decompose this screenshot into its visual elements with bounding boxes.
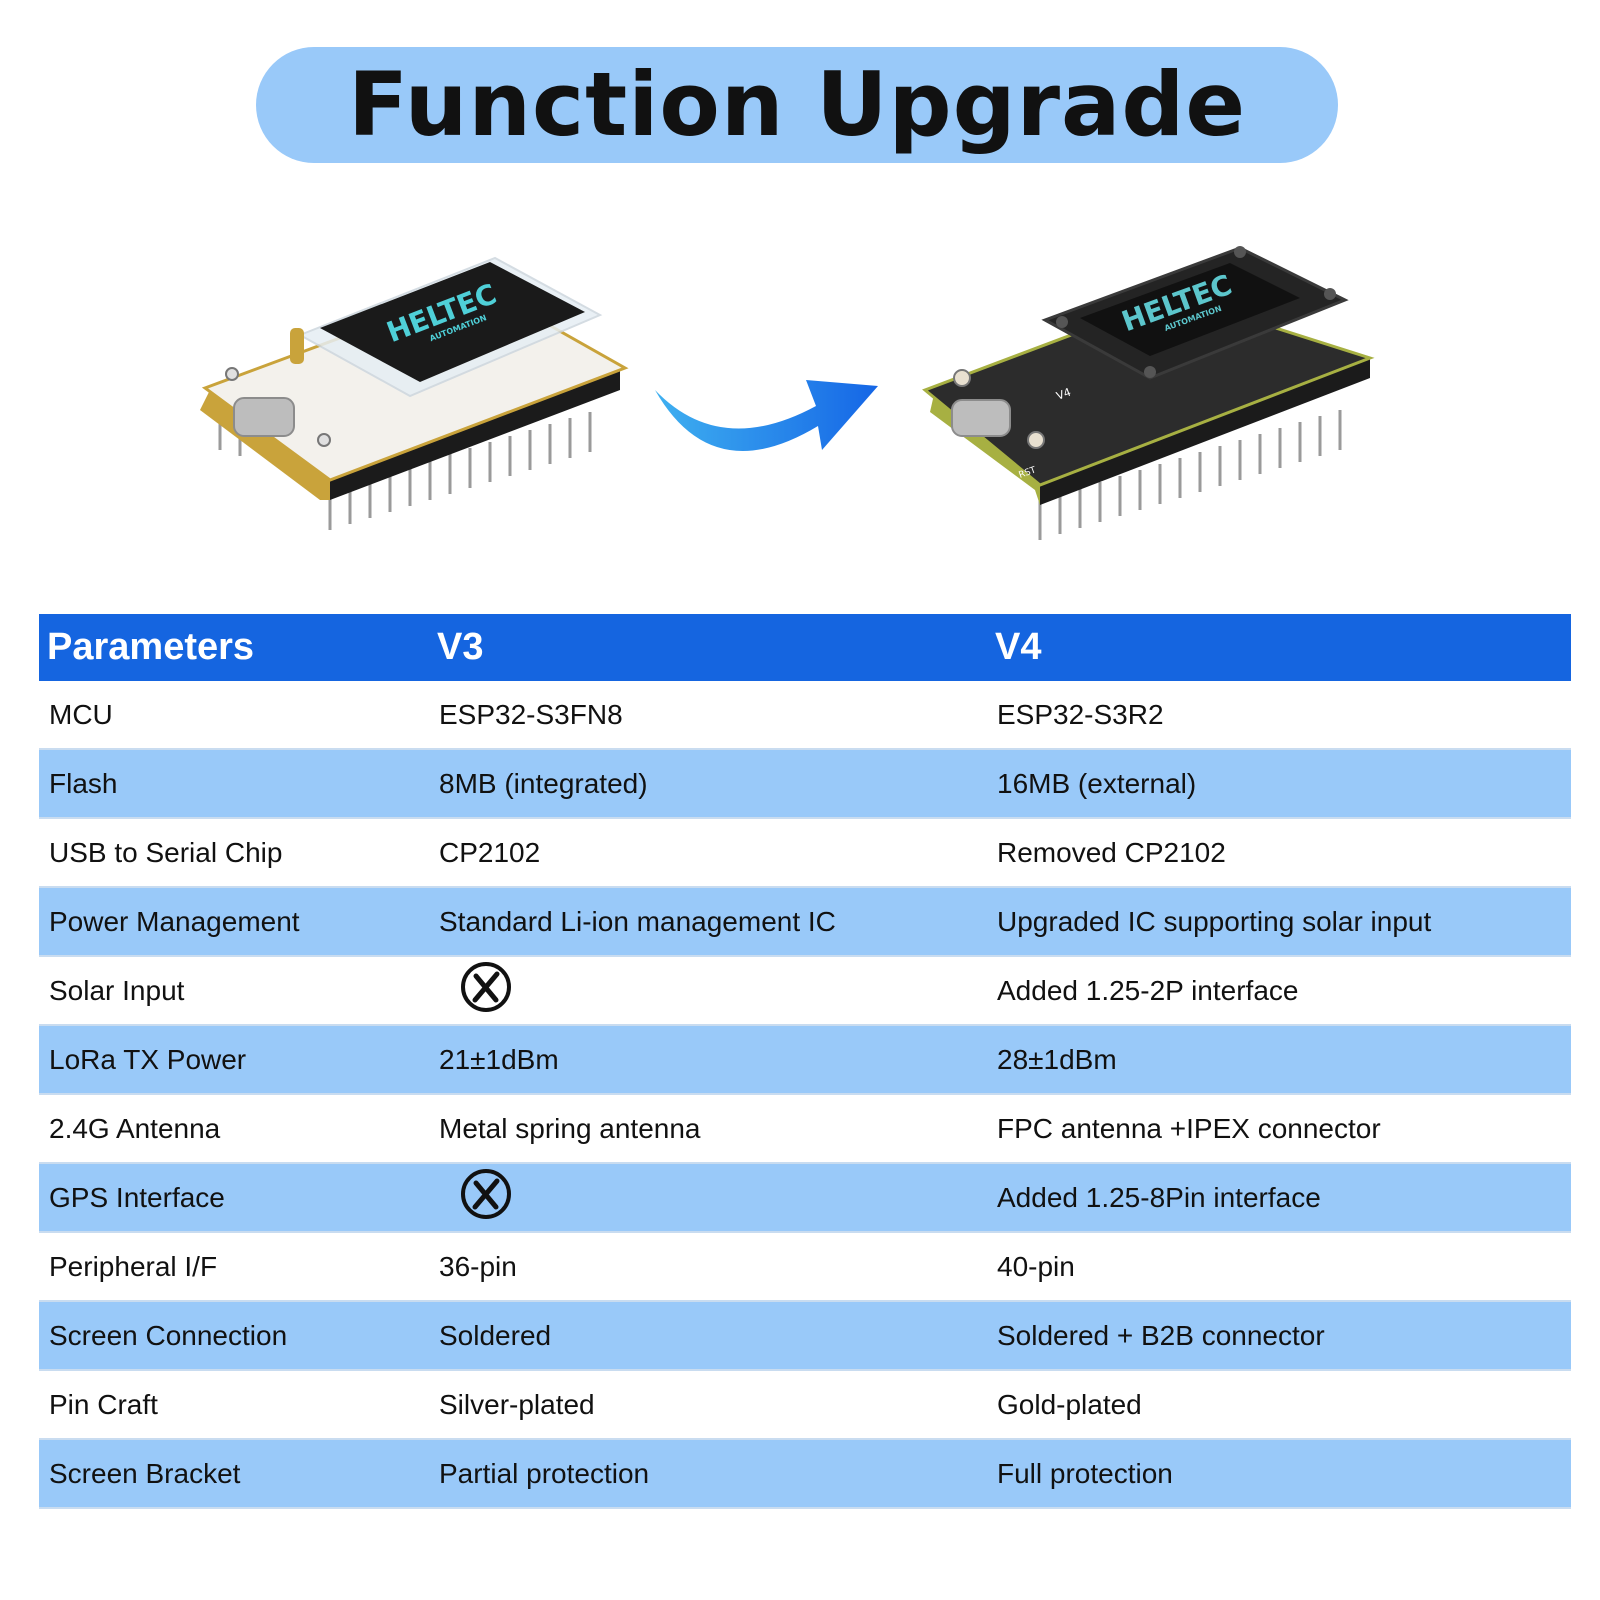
table-row: Peripheral I/F 36-pin 40-pin xyxy=(39,1232,1571,1302)
v4-cell: Full protection xyxy=(987,1439,1571,1509)
v3-cell: 21±1dBm xyxy=(429,1025,987,1095)
v3-pin-header xyxy=(218,412,592,530)
param-cell: GPS Interface xyxy=(39,1163,429,1233)
header-v3: V3 xyxy=(429,614,987,681)
v3-cell: Standard Li-ion management IC xyxy=(429,887,987,957)
v3-cell: ESP32-S3FN8 xyxy=(429,681,987,750)
v3-cell: Partial protection xyxy=(429,1439,987,1509)
table-row: MCU ESP32-S3FN8 ESP32-S3R2 xyxy=(39,681,1571,750)
v4-version-mark: V4 xyxy=(1055,386,1073,403)
v3-cell xyxy=(429,1163,987,1233)
v4-cell: 16MB (external) xyxy=(987,749,1571,819)
table-row: Pin Craft Silver-plated Gold-plated xyxy=(39,1370,1571,1440)
v4-cell: 40-pin xyxy=(987,1232,1571,1302)
table-row: Solar Input Added 1.25-2P interface xyxy=(39,956,1571,1026)
v3-cell: Silver-plated xyxy=(429,1370,987,1440)
param-cell: Flash xyxy=(39,749,429,819)
v4-cell: Removed CP2102 xyxy=(987,818,1571,888)
title-banner: Function Upgrade xyxy=(256,47,1338,163)
table-row: GPS Interface Added 1.25-8Pin interface xyxy=(39,1163,1571,1233)
table-row: Power Management Standard Li-ion managem… xyxy=(39,887,1571,957)
hero-illustration: HELTEC AUTOMATION xyxy=(200,246,1375,540)
v4-cell: Added 1.25-2P interface xyxy=(987,956,1571,1026)
param-cell: LoRa TX Power xyxy=(39,1025,429,1095)
param-cell: Peripheral I/F xyxy=(39,1232,429,1302)
param-cell: 2.4G Antenna xyxy=(39,1094,429,1164)
v4-cell: Added 1.25-8Pin interface xyxy=(987,1163,1571,1233)
v3-usb-c-port xyxy=(233,397,295,437)
param-cell: MCU xyxy=(39,681,429,750)
v3-board-image: HELTEC AUTOMATION xyxy=(200,256,629,530)
param-cell: USB to Serial Chip xyxy=(39,818,429,888)
table-row: LoRa TX Power 21±1dBm 28±1dBm xyxy=(39,1025,1571,1095)
v3-cell: 8MB (integrated) xyxy=(429,749,987,819)
v3-cell xyxy=(429,956,987,1026)
not-supported-x-icon xyxy=(459,1167,513,1228)
v4-cell: Upgraded IC supporting solar input xyxy=(987,887,1571,957)
curved-arrow-right-icon xyxy=(655,380,878,451)
table-row: 2.4G Antenna Metal spring antenna FPC an… xyxy=(39,1094,1571,1164)
param-cell: Power Management xyxy=(39,887,429,957)
header-v4: V4 xyxy=(987,614,1571,681)
table-row: Screen Connection Soldered Soldered + B2… xyxy=(39,1301,1571,1371)
param-cell: Solar Input xyxy=(39,956,429,1026)
param-cell: Screen Bracket xyxy=(39,1439,429,1509)
table-row: Screen Bracket Partial protection Full p… xyxy=(39,1439,1571,1509)
v4-cell: FPC antenna +IPEX connector xyxy=(987,1094,1571,1164)
table-header-row: Parameters V3 V4 xyxy=(39,614,1571,681)
v4-cell: Gold-plated xyxy=(987,1370,1571,1440)
header-parameters: Parameters xyxy=(39,614,429,681)
table-row: Flash 8MB (integrated) 16MB (external) xyxy=(39,749,1571,819)
v3-cell: 36-pin xyxy=(429,1232,987,1302)
v4-cell: ESP32-S3R2 xyxy=(987,681,1571,750)
v3-cell: Metal spring antenna xyxy=(429,1094,987,1164)
param-cell: Screen Connection xyxy=(39,1301,429,1371)
v4-cell: 28±1dBm xyxy=(987,1025,1571,1095)
param-cell: Pin Craft xyxy=(39,1370,429,1440)
v4-pin-header xyxy=(1038,410,1342,540)
v4-board-image: HELTEC AUTOMATION V4 RST xyxy=(922,246,1375,540)
v3-spring-antenna xyxy=(290,328,304,364)
not-supported-x-icon xyxy=(459,960,513,1021)
product-hero: HELTEC AUTOMATION xyxy=(0,200,1600,580)
v4-cell: Soldered + B2B connector xyxy=(987,1301,1571,1371)
comparison-table: Parameters V3 V4 MCU ESP32-S3FN8 ESP32-S… xyxy=(39,614,1571,1509)
v3-cell: CP2102 xyxy=(429,818,987,888)
page-title: Function Upgrade xyxy=(347,53,1247,156)
v3-cell: Soldered xyxy=(429,1301,987,1371)
v4-usb-c-port xyxy=(951,399,1011,437)
table-row: USB to Serial Chip CP2102 Removed CP2102 xyxy=(39,818,1571,888)
